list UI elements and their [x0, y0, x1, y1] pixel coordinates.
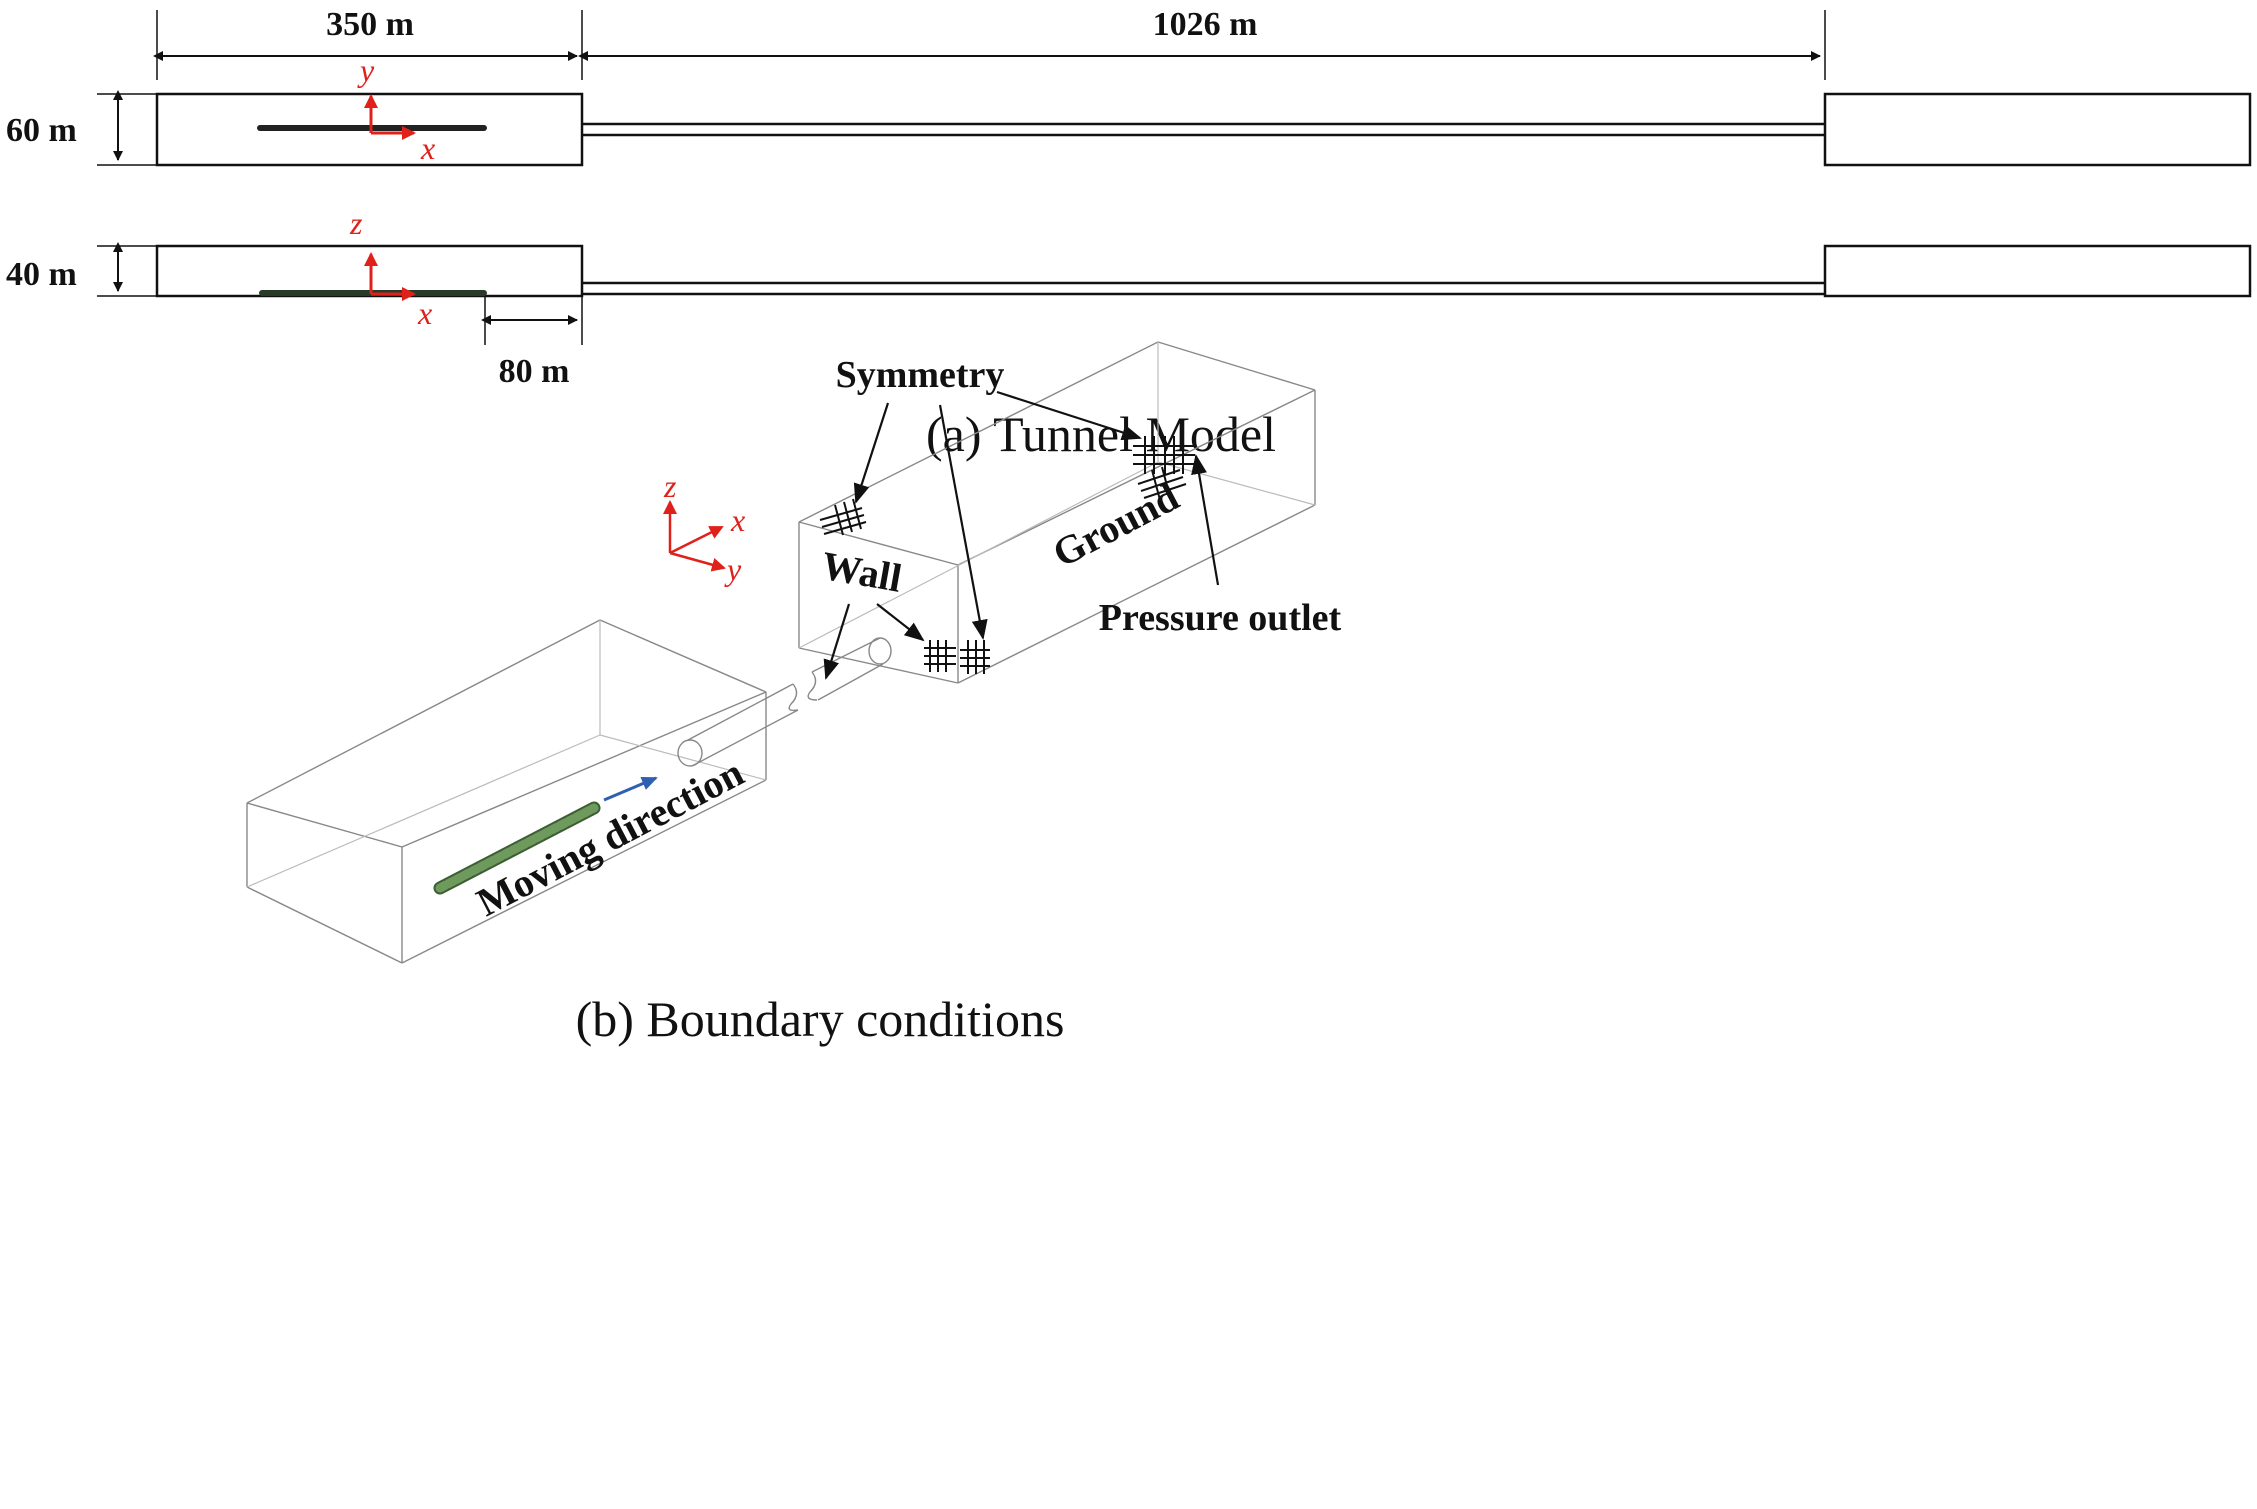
axes-triad [663, 500, 726, 572]
dim-1026 [578, 10, 1826, 80]
left-box [246, 619, 767, 964]
side-x-label: x [417, 295, 432, 331]
top-right-domain [1823, 92, 2252, 167]
caption-b: (b) Boundary conditions [576, 991, 1065, 1047]
pressure-outlet-label: Pressure outlet [1099, 597, 1342, 639]
mesh-symmetry-right [1133, 436, 1195, 474]
side-view [155, 244, 2252, 301]
leader-arrows [823, 390, 1220, 680]
dim-350 [153, 10, 583, 80]
train-3d [435, 803, 599, 893]
axis-y-label: y [724, 551, 742, 587]
axis-z-label: z [663, 468, 677, 504]
side-right-domain [1823, 244, 2252, 298]
dim-40-label: 40 m [6, 256, 77, 293]
side-z-label: z [349, 205, 363, 241]
dim-350-label: 350 m [326, 6, 414, 43]
wall-label: Wall [818, 543, 905, 601]
moving-direction-arrow [603, 776, 658, 802]
mesh-symmetry-front [960, 640, 990, 674]
axis-x-label: x [730, 502, 745, 538]
top-view [155, 92, 2252, 167]
ground-label: Ground [1045, 474, 1185, 576]
mesh-wall [924, 640, 956, 672]
symmetry-label: Symmetry [836, 354, 1005, 396]
dim-60-label: 60 m [6, 112, 77, 149]
mesh-ground [1137, 466, 1187, 501]
caption-a: (a) Tunnel Model [926, 406, 1276, 462]
top-x-label: x [420, 130, 435, 166]
mesh-symmetry-left [819, 498, 867, 536]
dim-40 [97, 242, 157, 297]
top-y-label: y [357, 52, 375, 88]
dim-80 [481, 296, 583, 345]
dim-60 [97, 90, 157, 166]
tunnel-tube [677, 637, 892, 767]
moving-direction-label: Moving direction [469, 749, 750, 925]
dim-1026-label: 1026 m [1153, 6, 1258, 43]
dim-80-label: 80 m [499, 353, 570, 390]
